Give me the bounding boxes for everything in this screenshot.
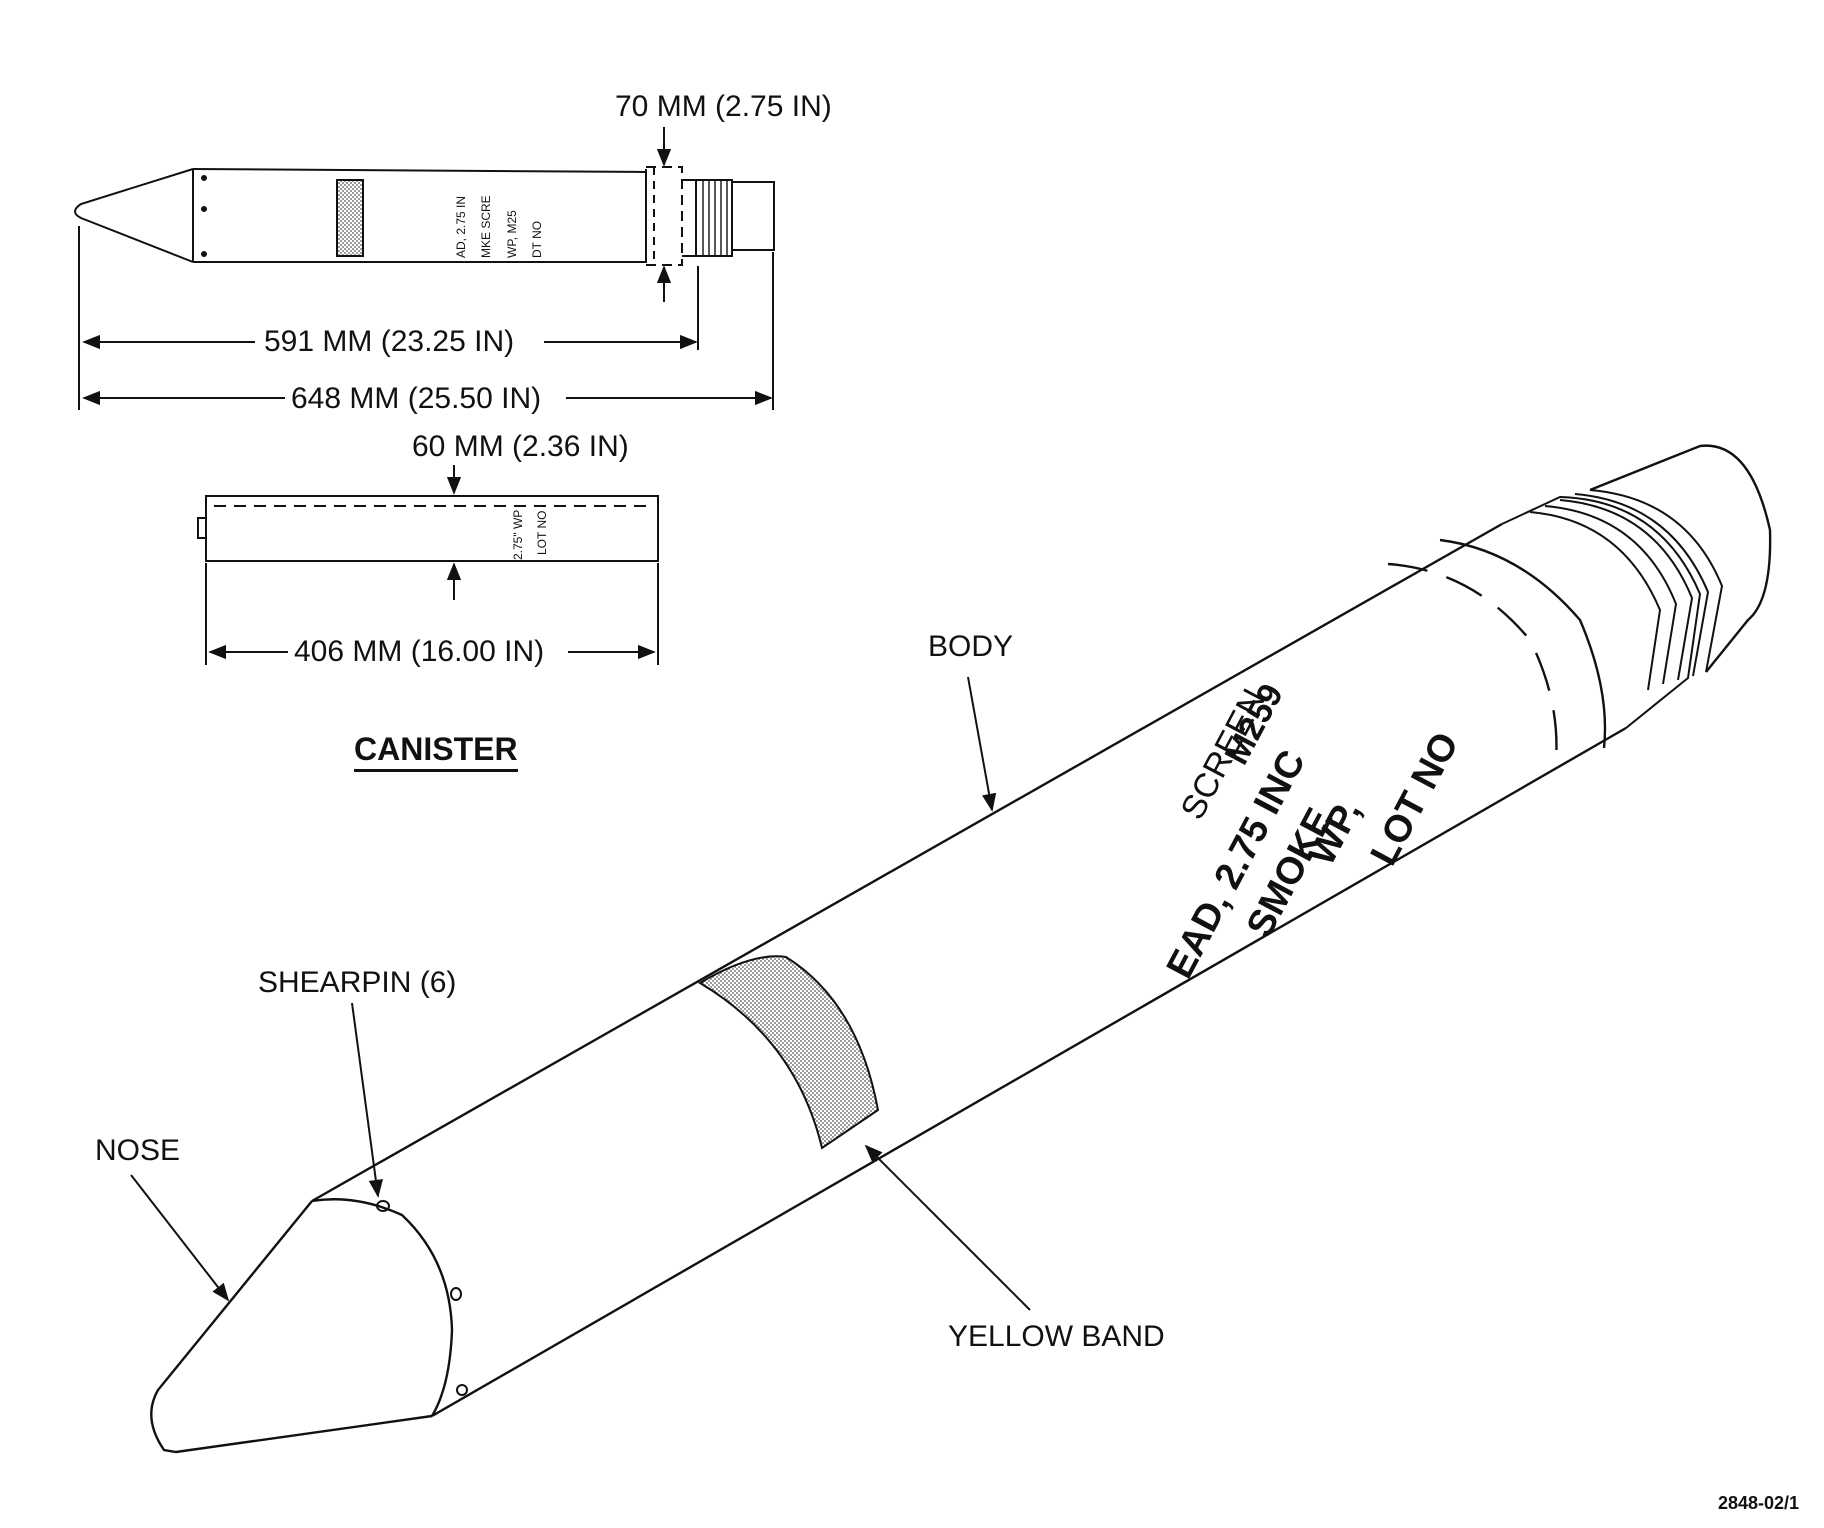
shearpin-hole-1 <box>376 1200 390 1212</box>
dim-overall-length: 648 MM (25.50 IN) <box>285 384 548 414</box>
side-view-warhead <box>74 166 775 266</box>
canister-stencil-line-2: LOT NO <box>535 511 549 555</box>
side-view-body <box>192 168 647 263</box>
fuze-end <box>1589 444 1772 673</box>
nose-body-seam <box>311 1198 454 1417</box>
small-stencil-line-4: DT NO <box>530 221 544 258</box>
shearpin-hole-3 <box>456 1384 468 1396</box>
canister-stencil-line-1: 2.75" WP <box>511 510 525 560</box>
label-body: BODY <box>928 630 1014 663</box>
dim-body-length: 591 MM (23.25 IN) <box>258 327 521 357</box>
threads <box>1501 489 1724 729</box>
small-stencil-line-1: AD, 2.75 IN <box>454 196 468 258</box>
yellow-band-leader <box>864 1144 1031 1311</box>
label-shearpin: SHEARPIN (6) <box>258 966 457 999</box>
nose-cone <box>150 1200 433 1454</box>
yellow-band <box>698 955 880 1150</box>
figure-id: 2848-02/1 <box>1718 1493 1800 1513</box>
canister-stencil: 2.75" WP LOT NO <box>511 510 549 560</box>
canister-cap <box>197 517 207 539</box>
small-stencil-line-3: WP, M25 <box>505 210 519 258</box>
dim-canister-length: 406 MM (16.00 IN) <box>288 637 551 667</box>
side-view-ring <box>645 166 683 266</box>
small-stencil: AD, 2.75 IN MKE SCRE WP, M25 DT NO <box>454 195 544 258</box>
nose-leader <box>130 1174 230 1302</box>
side-view-fuze-end <box>731 181 775 251</box>
shearpin-hole-2 <box>450 1287 462 1301</box>
canister-view <box>197 495 659 562</box>
label-yellow-band: YELLOW BAND <box>948 1320 1165 1353</box>
adapter-ring <box>1387 562 1558 761</box>
dim-warhead-diameter: 70 MM (2.75 IN) <box>615 90 832 123</box>
shearpin-leader <box>351 1002 383 1198</box>
side-view-nose <box>74 168 194 263</box>
isometric-warhead <box>150 444 1772 1454</box>
dim-canister-diameter: 60 MM (2.36 IN) <box>412 430 629 463</box>
canister-title: CANISTER <box>354 733 518 772</box>
canister-body <box>205 495 659 562</box>
body-leader <box>967 676 997 812</box>
large-stencil: M259 SCREEN EAD, 2.75 INC SMOKE WP, LOT … <box>1159 678 1467 985</box>
small-stencil-line-2: MKE SCRE <box>479 195 493 258</box>
side-view-yellow-band <box>336 179 364 257</box>
label-nose: NOSE <box>95 1134 181 1167</box>
